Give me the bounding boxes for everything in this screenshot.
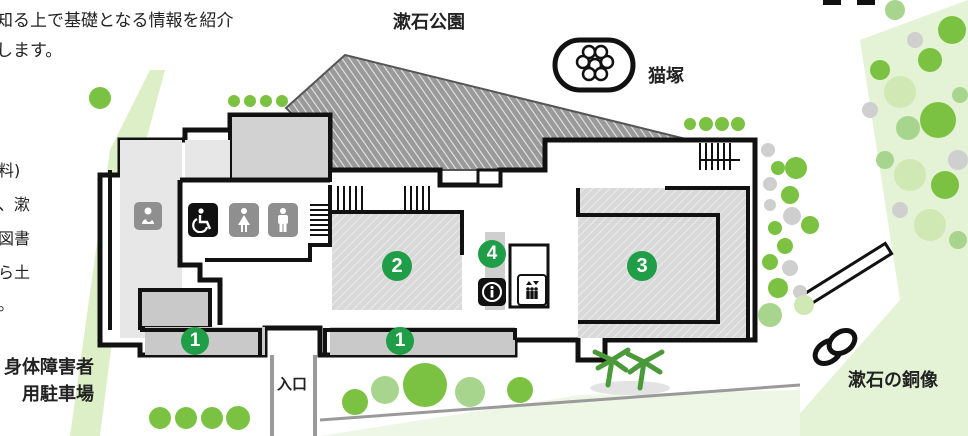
statue-marker [812, 328, 858, 366]
green-area-bottom [320, 390, 800, 436]
information-icon [478, 278, 506, 306]
side-text-line-3: 図書 [0, 229, 31, 248]
exhibit-3-number: 3 [627, 251, 657, 281]
info-4-number: 4 [478, 240, 506, 268]
cat-mound-label: 猫塚 [648, 66, 684, 87]
side-text-line-4: ら土 [0, 263, 31, 282]
side-text-line-2: 、漱 [0, 195, 31, 214]
women-restroom-icon [229, 203, 259, 237]
trees [89, 0, 968, 430]
exhibit-2-number: 2 [382, 251, 412, 281]
exhibit-1-left-number: 1 [181, 327, 209, 355]
statue-label: 漱石の銅像 [848, 370, 938, 391]
exhibit-1-mid-number: 1 [386, 327, 414, 355]
entrance-label: 入口 [277, 373, 308, 394]
baby-care-icon [134, 202, 162, 230]
intro-text-line-1: 知る上で基礎となる情報を紹介 [0, 11, 234, 31]
soseki-park-label: 漱石公園 [393, 12, 465, 33]
men-restroom-icon [268, 203, 298, 237]
side-text-line-5: 。 [0, 292, 14, 318]
palm-trees [590, 347, 670, 395]
wheelchair-icon [188, 203, 218, 237]
parking-label-line-1: 身体障害者 [4, 357, 94, 378]
parking-label-line-2: 用駐車場 [22, 384, 94, 405]
green-area-right [780, 0, 968, 436]
side-text-line-1: 料) [0, 161, 21, 180]
elevator-icon [517, 274, 547, 306]
intro-text-line-2: します。 [0, 41, 63, 61]
